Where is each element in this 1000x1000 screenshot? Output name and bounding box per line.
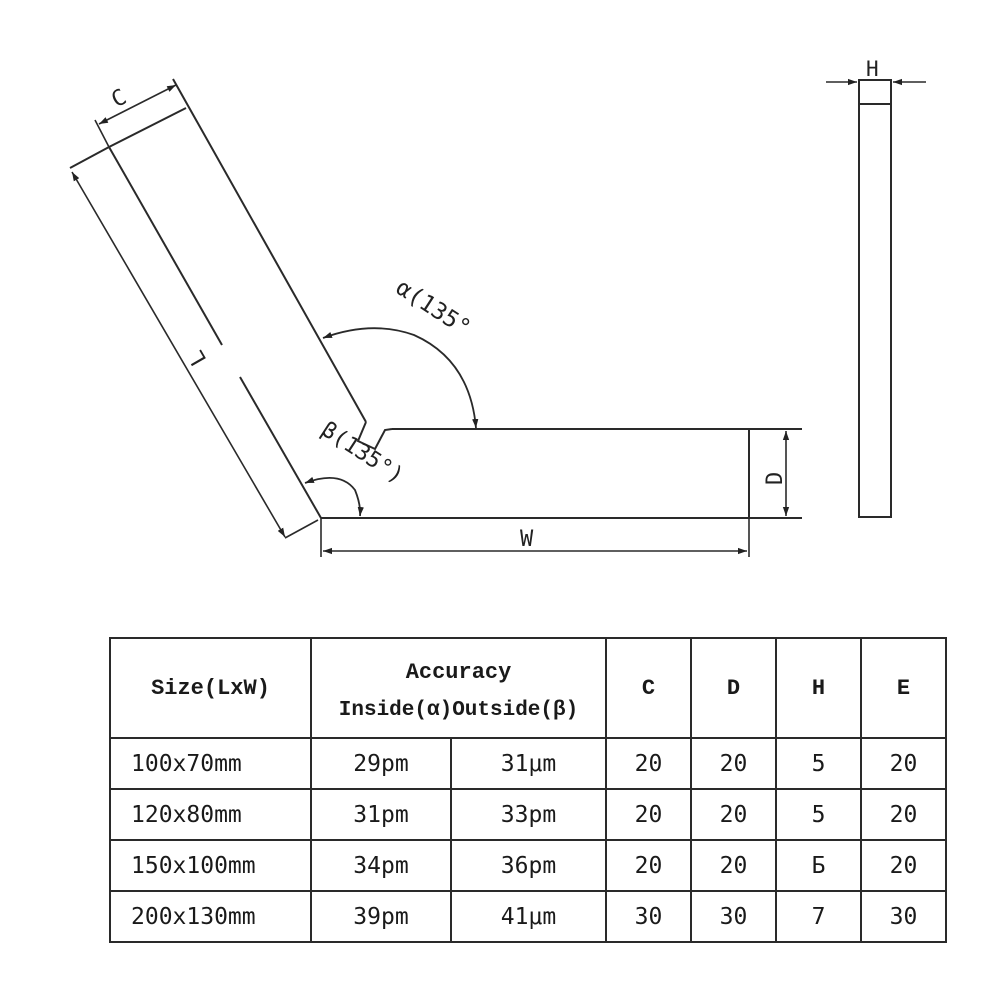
- cell-size: 120x80mm: [109, 788, 312, 841]
- label-l: L: [184, 346, 212, 370]
- header-outside: Outside(β): [452, 699, 579, 722]
- alpha-arc: [322, 327, 479, 429]
- cell-c: 30: [605, 890, 692, 943]
- cell-d: 20: [690, 788, 777, 841]
- table-row: 120x80mm 31pm 33pm 20 20 5 20: [109, 788, 947, 841]
- cell-outside: 41μm: [450, 890, 607, 943]
- cell-c: 20: [605, 839, 692, 892]
- cell-inside: 39pm: [310, 890, 452, 943]
- cell-h: 7: [775, 890, 862, 943]
- dimension-w: [320, 518, 750, 557]
- header-accuracy-sub: Inside(α)Outside(β): [312, 699, 605, 722]
- label-h: H: [866, 57, 879, 81]
- cell-e: 20: [860, 788, 947, 841]
- cell-e: 30: [860, 890, 947, 943]
- cell-h: Б: [775, 839, 862, 892]
- spec-table: Size(LxW) Accuracy Inside(α)Outside(β) C…: [109, 637, 947, 943]
- header-c: C: [605, 637, 692, 739]
- header-e: E: [860, 637, 947, 739]
- header-h: H: [775, 637, 862, 739]
- cell-size: 100x70mm: [109, 737, 312, 790]
- table-row: 150x100mm 34pm 36pm 20 20 Б 20: [109, 839, 947, 892]
- cell-outside: 33pm: [450, 788, 607, 841]
- side-view: [858, 79, 892, 518]
- cell-h: 5: [775, 737, 862, 790]
- label-w: W: [520, 527, 534, 552]
- cell-inside: 34pm: [310, 839, 452, 892]
- header-d: D: [690, 637, 777, 739]
- header-inside: Inside(α): [338, 699, 453, 722]
- cell-size: 200x130mm: [109, 890, 312, 943]
- header-accuracy-title: Accuracy: [405, 660, 512, 685]
- label-d: D: [763, 472, 788, 485]
- cell-d: 30: [690, 890, 777, 943]
- cell-c: 20: [605, 788, 692, 841]
- cell-c: 20: [605, 737, 692, 790]
- cell-d: 20: [690, 839, 777, 892]
- cell-outside: 36pm: [450, 839, 607, 892]
- beta-arc: [304, 476, 364, 517]
- table-row: 100x70mm 29pm 31μm 20 20 5 20: [109, 737, 947, 790]
- cell-size: 150x100mm: [109, 839, 312, 892]
- header-accuracy: Accuracy Inside(α)Outside(β): [310, 637, 607, 739]
- cell-e: 20: [860, 839, 947, 892]
- cell-inside: 31pm: [310, 788, 452, 841]
- header-size: Size(LxW): [109, 637, 312, 739]
- angle-square-diagram: C L α(135° β(135°) W D H: [69, 57, 926, 557]
- cell-inside: 29pm: [310, 737, 452, 790]
- cell-e: 20: [860, 737, 947, 790]
- dimension-l: [71, 171, 319, 539]
- table-row: 200x130mm 39pm 41μm 30 30 7 30: [109, 890, 947, 943]
- cell-d: 20: [690, 737, 777, 790]
- dimension-c: [94, 84, 177, 150]
- cell-outside: 31μm: [450, 737, 607, 790]
- cell-h: 5: [775, 788, 862, 841]
